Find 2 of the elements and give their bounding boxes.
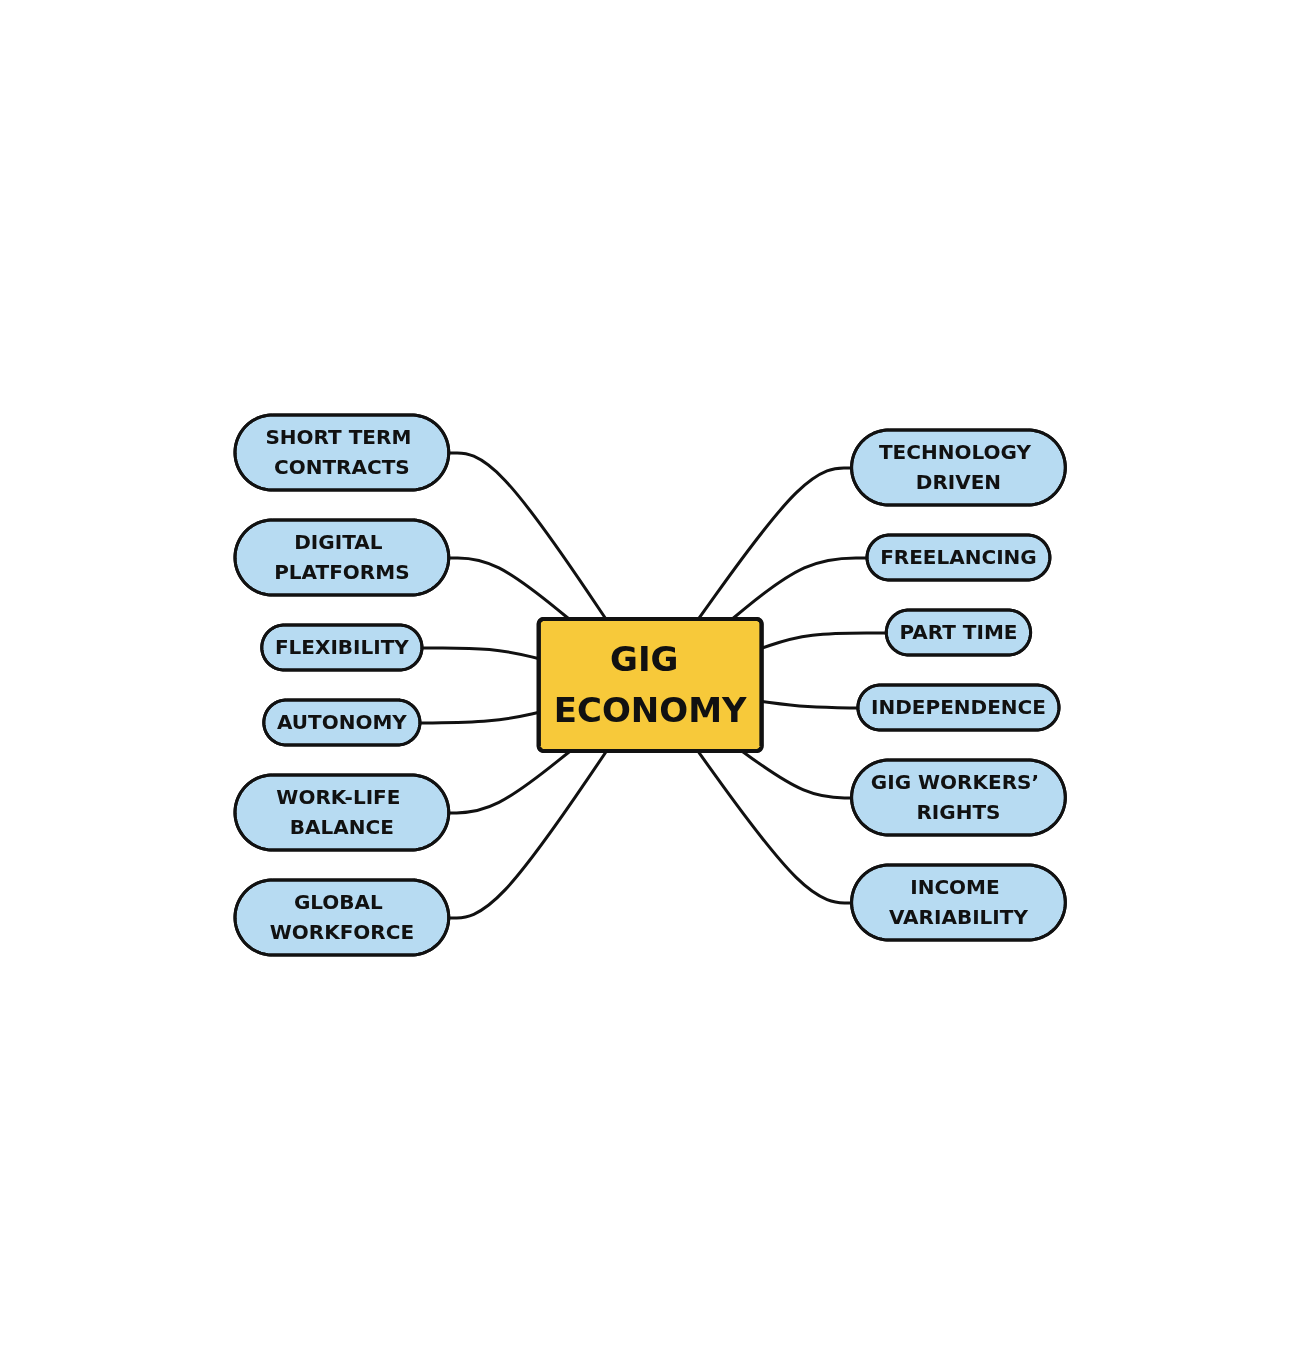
connector <box>696 750 852 904</box>
connector <box>449 750 608 919</box>
